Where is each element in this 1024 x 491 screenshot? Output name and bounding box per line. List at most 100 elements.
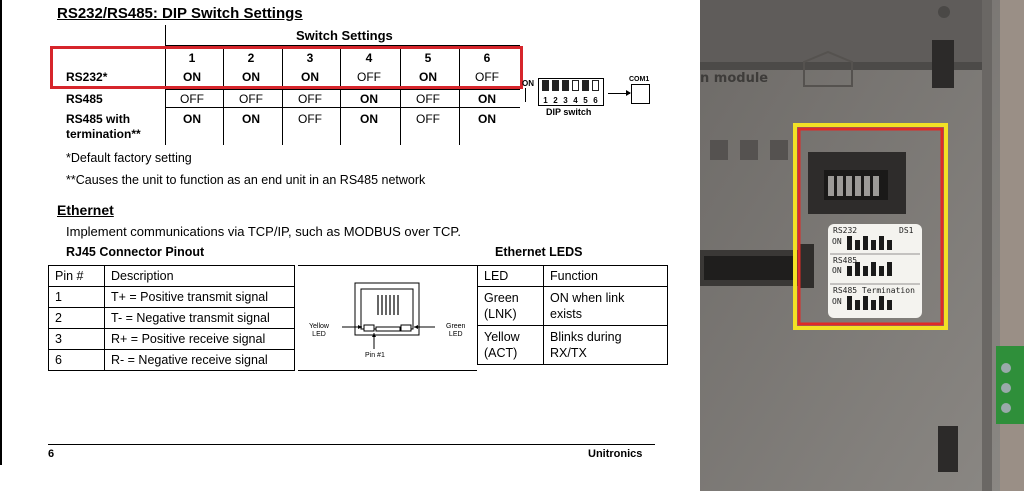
- row-label-line: termination**: [66, 127, 141, 141]
- pin-description: T- = Negative transmit signal: [104, 307, 295, 329]
- table-row: Yellow (ACT) Blinks during RX/TX: [477, 325, 668, 365]
- dip-number: 2: [553, 96, 558, 105]
- label-line: Yellow: [309, 323, 329, 330]
- table-rule: [340, 45, 341, 145]
- green-led-label: Green LED: [446, 323, 465, 339]
- switch-value: OFF: [416, 92, 440, 106]
- yellow-led-label: Yellow LED: [309, 323, 329, 339]
- dip-key: [582, 80, 589, 91]
- table-header-cell: Description: [104, 265, 295, 287]
- sticker-on: ON: [832, 266, 842, 275]
- table-rule: [459, 45, 460, 145]
- led-name-cell: Yellow (ACT): [477, 325, 544, 365]
- table-rule: [165, 25, 166, 145]
- footer-rule: [48, 444, 655, 445]
- pin-number: 1: [48, 286, 105, 308]
- switch-value: ON: [478, 92, 496, 106]
- led-name: (LNK): [484, 307, 517, 321]
- sticker-rs485: RS485: [833, 256, 858, 265]
- sticker-rs485-termination: RS485 Termination: [833, 286, 915, 295]
- sticker-on: ON: [832, 237, 842, 246]
- switch-col-header: 2: [247, 51, 255, 65]
- dip-number: 3: [563, 96, 568, 105]
- led-table: LED Function Green (LNK) ON when link ex…: [477, 265, 668, 365]
- switch-value: OFF: [180, 92, 204, 106]
- switch-value: ON: [419, 70, 437, 84]
- dip-switch-label: DIP switch: [546, 107, 592, 117]
- switch-value: ON: [242, 70, 260, 84]
- pin-number: 2: [48, 307, 105, 329]
- device-photo: n module RS232 DS1 ON RS485 ON RS485 Ter…: [700, 0, 1024, 491]
- sticker-ds1: DS1: [899, 226, 914, 235]
- com1-port-icon: [631, 84, 650, 104]
- led-name-cell: Green (LNK): [477, 286, 544, 326]
- switch-col-header: 1: [188, 51, 196, 65]
- switch-value: ON: [242, 112, 260, 126]
- led-name: Green: [484, 291, 519, 305]
- pin-number: 6: [48, 349, 105, 371]
- switch-col-header: 3: [306, 51, 314, 65]
- pin-number: 3: [48, 328, 105, 350]
- table-rule: [165, 45, 520, 46]
- label-line: Green: [446, 323, 466, 330]
- row-label-line: RS485 with: [66, 112, 131, 126]
- dip-number: 4: [573, 96, 578, 105]
- page-edge: [0, 0, 2, 465]
- switch-col-header: 5: [424, 51, 432, 65]
- switch-value: OFF: [239, 92, 263, 106]
- label-line: LED: [448, 331, 463, 338]
- switch-value: ON: [183, 112, 201, 126]
- sticker-on: ON: [832, 297, 842, 306]
- footnote-termination: **Causes the unit to function as an end …: [66, 173, 426, 187]
- com-arrow: [608, 93, 630, 94]
- dip-key: [552, 80, 559, 91]
- sticker-rs232: RS232: [833, 226, 858, 235]
- table-rule: [165, 89, 520, 90]
- table-header-cell: Function: [543, 265, 668, 287]
- led-function: exists: [550, 307, 582, 321]
- switch-value: ON: [183, 70, 201, 84]
- rj45-connector-icon: [342, 282, 435, 349]
- pin-description: R+ = Positive receive signal: [104, 328, 295, 350]
- com1-label: COM1: [629, 76, 650, 83]
- led-name: Yellow: [484, 330, 520, 344]
- page-number: 6: [48, 448, 55, 460]
- led-function: RX/TX: [550, 346, 587, 360]
- dip-number: 5: [583, 96, 588, 105]
- switch-value: ON: [360, 112, 378, 126]
- table-rule: [165, 107, 520, 108]
- switch-col-header: 4: [365, 51, 373, 65]
- pinout-table: Pin # Description 1 T+ = Positive transm…: [48, 265, 295, 371]
- ethernet-description: Implement communications via TCP/IP, suc…: [66, 224, 461, 239]
- switch-value: OFF: [298, 92, 322, 106]
- table-row: 2 T- = Negative transmit signal: [48, 307, 295, 329]
- rj45-pinout-title: RJ45 Connector Pinout: [66, 245, 205, 259]
- brand-name: Unitronics: [588, 448, 643, 460]
- table-header-row: LED Function: [477, 265, 668, 287]
- switch-value: ON: [478, 112, 496, 126]
- table-row: 6 R- = Negative receive signal: [48, 349, 295, 371]
- label-line: LED: [312, 331, 326, 338]
- led-function: Blinks during: [550, 330, 622, 344]
- dip-key: [572, 80, 579, 91]
- led-function: ON when link: [550, 291, 625, 305]
- table-rule: [400, 45, 401, 145]
- dip-on-arrow: [525, 88, 526, 102]
- connector-panel: [298, 265, 477, 371]
- table-header-cell: Pin #: [48, 265, 105, 287]
- table-rule: [282, 45, 283, 145]
- led-function-cell: Blinks during RX/TX: [543, 325, 668, 365]
- led-function-cell: ON when link exists: [543, 286, 668, 326]
- switch-settings-header: Switch Settings: [296, 28, 393, 43]
- row-label-rs485: RS485: [66, 92, 103, 106]
- table-header-row: Pin # Description: [48, 265, 295, 287]
- dip-number: 1: [543, 96, 548, 105]
- row-label-rs232: RS232*: [66, 70, 108, 84]
- table-row: Green (LNK) ON when link exists: [477, 286, 668, 326]
- ethernet-leds-title: Ethernet LEDS: [495, 245, 583, 259]
- pin-description: T+ = Positive transmit signal: [104, 286, 295, 308]
- switch-col-header: 6: [483, 51, 491, 65]
- dip-on-label: ON: [522, 79, 534, 88]
- pin-description: R- = Negative receive signal: [104, 349, 295, 371]
- switch-value: OFF: [357, 70, 381, 84]
